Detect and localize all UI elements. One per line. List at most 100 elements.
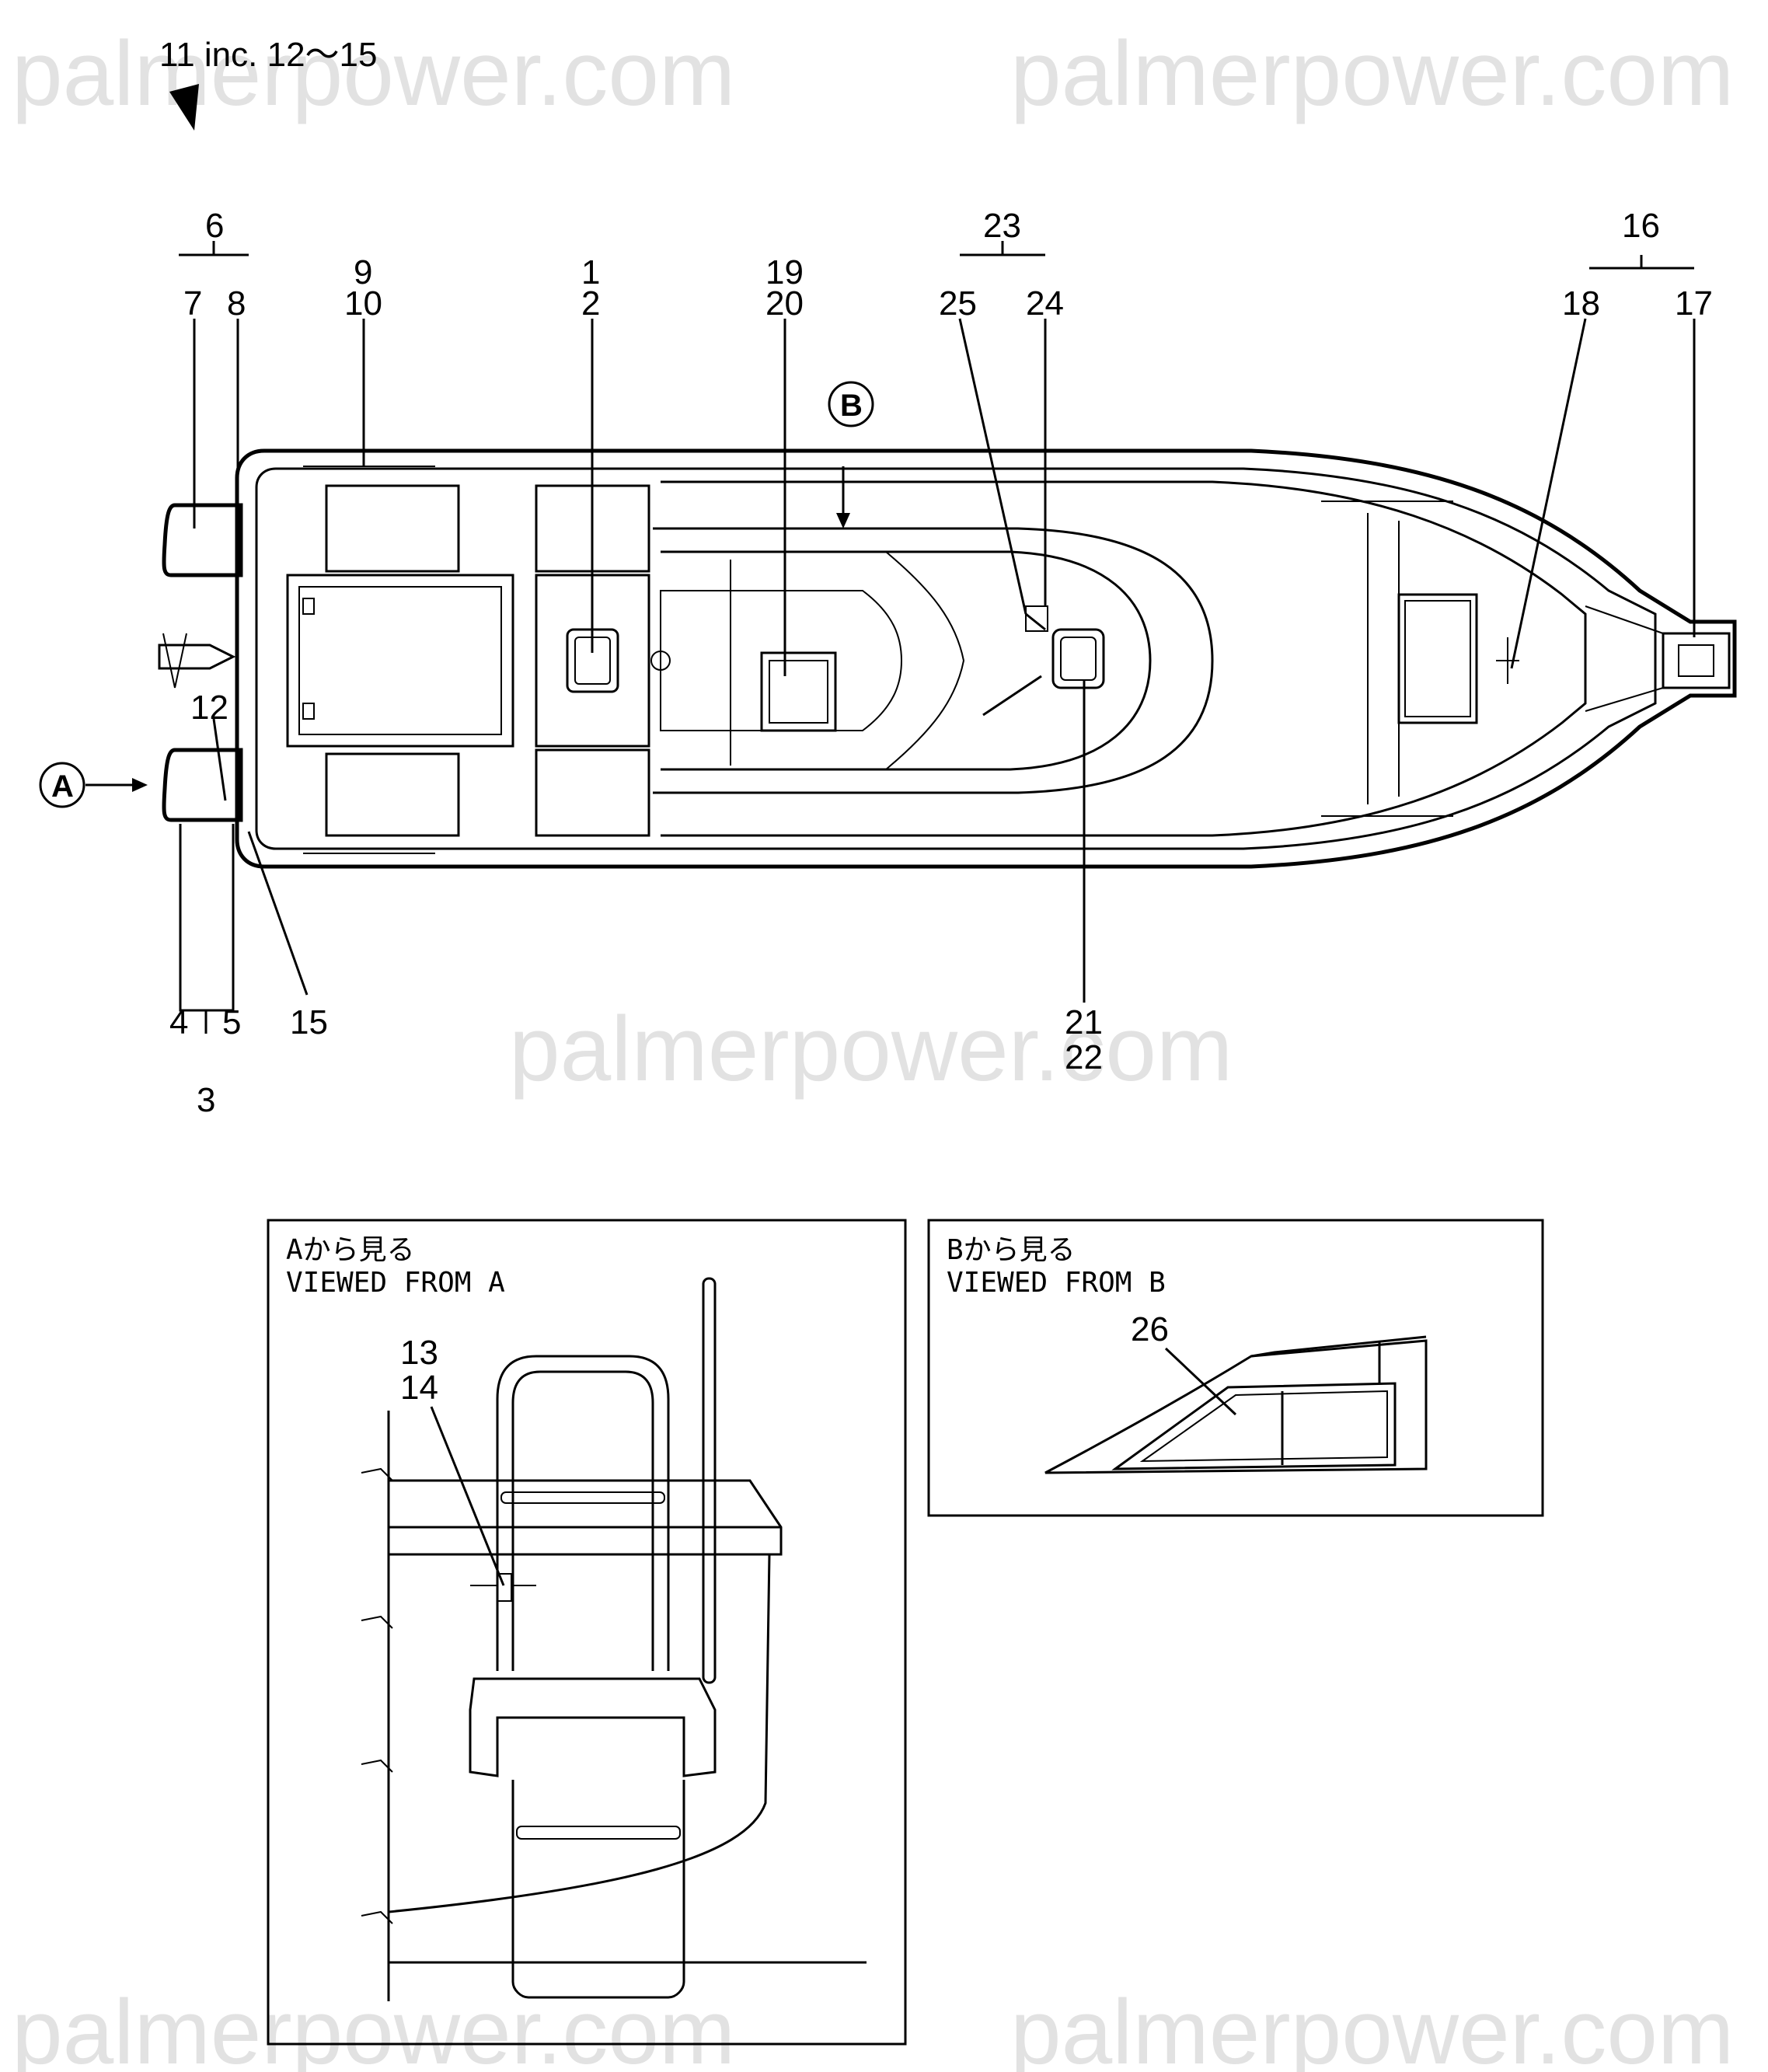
bow-roller	[1662, 632, 1731, 689]
side-window-inner	[1139, 1390, 1388, 1463]
cockpit-well-inner	[298, 586, 502, 735]
watermark-bottom-right: palmerpower.com	[1010, 1981, 1734, 2072]
header-note: 11 inc. 12～15	[159, 36, 377, 74]
panel-b-title-en: VIEWED FROM B	[947, 1267, 1166, 1299]
ladder-rung-top	[500, 1491, 665, 1504]
ladder-frame	[496, 1355, 670, 1671]
cabin-outline	[653, 527, 1214, 794]
foredeck-hatch	[1051, 628, 1105, 689]
hinge-1	[302, 598, 315, 615]
hull-outline	[235, 448, 1737, 869]
roof-hatch-inner	[769, 660, 828, 724]
cabin-top	[661, 550, 1152, 771]
leader-3-4-5	[179, 824, 235, 1034]
grab-pole	[702, 1277, 717, 1684]
hull-side	[388, 1554, 771, 1913]
panel-a-title-jp: Aから見る	[286, 1234, 415, 1266]
leader-lines	[85, 241, 1696, 1034]
leader-6-7-8	[179, 241, 249, 528]
watermark-bottom-left: palmerpower.com	[12, 1981, 735, 2072]
boat-top-view	[158, 448, 1737, 869]
header-arrow-icon	[169, 84, 199, 131]
wiper-2	[1025, 612, 1046, 631]
ladder-lower	[511, 1780, 685, 1999]
leader-15	[247, 831, 309, 996]
callout-2: 2	[581, 284, 600, 323]
callout-6: 6	[205, 207, 224, 245]
callout-7: 7	[183, 284, 202, 323]
a-arrow-head	[132, 778, 148, 792]
fore-hatch	[1397, 593, 1478, 724]
callout-15: 15	[290, 1003, 328, 1041]
callout-23: 23	[983, 207, 1021, 245]
callout-9: 9	[354, 253, 372, 291]
swim-platform-lower	[162, 748, 243, 822]
outboard-prop	[162, 633, 187, 689]
wiper-1	[982, 675, 1042, 717]
callout-13: 13	[400, 1334, 438, 1372]
windshield	[885, 551, 965, 770]
marker-a-label: A	[51, 769, 74, 804]
callout-22: 22	[1065, 1038, 1103, 1076]
hinge-2	[302, 703, 315, 720]
leader-16-17-18	[1510, 255, 1696, 669]
ladder-clip	[497, 1573, 512, 1602]
ladder-base	[469, 1677, 717, 1777]
callout-19: 19	[765, 253, 804, 291]
callout-18: 18	[1562, 284, 1600, 323]
outboard-motor	[158, 644, 236, 670]
deck-line	[661, 480, 1587, 837]
watermark-top-right: palmerpower.com	[1010, 23, 1734, 125]
leader-23-24-25	[958, 241, 1047, 615]
panel-a-frame	[267, 1219, 907, 2046]
swim-platform-upper	[162, 503, 243, 577]
callout-3: 3	[197, 1081, 215, 1119]
marker-b-label: B	[840, 389, 863, 423]
cabin-roof	[1250, 1335, 1427, 1358]
callout-26: 26	[1131, 1310, 1169, 1348]
gunwale-inner	[255, 467, 1657, 850]
fore-hatch-inner	[1404, 600, 1471, 717]
panel-view-a: Aから見る VIEWED FROM A 13 14	[267, 1219, 907, 2046]
callout-12: 12	[190, 689, 228, 727]
roof-hatch	[760, 651, 837, 732]
watermark-top-left: palmerpower.com	[12, 23, 735, 125]
callout-20: 20	[765, 284, 804, 323]
callout-numbers: 6 7 8 9 10 1 2 19 20 23 25 24 16 18 17 1…	[169, 207, 1713, 1119]
ladder-rung-bottom	[516, 1826, 681, 1840]
panel-a-title-en: VIEWED FROM A	[286, 1267, 505, 1299]
cabin-profile	[1044, 1339, 1428, 1474]
leader-13-14	[430, 1406, 505, 1586]
panel-b-frame	[927, 1219, 1544, 1517]
callout-10: 10	[344, 284, 382, 323]
callout-24: 24	[1026, 284, 1064, 323]
watermark-middle: palmerpower.com	[509, 998, 1233, 1101]
drain-fitting	[650, 651, 671, 671]
callout-8: 8	[227, 284, 246, 323]
callout-25: 25	[939, 284, 977, 323]
callout-4: 4	[169, 1003, 188, 1041]
leader-12	[212, 718, 227, 801]
bow-roller-inner	[1678, 644, 1714, 677]
callout-17: 17	[1675, 284, 1713, 323]
bow-rail	[1585, 605, 1664, 712]
foredeck-line	[1367, 513, 1400, 804]
cockpit-seat	[325, 484, 460, 837]
break-marks	[361, 1467, 393, 1924]
leader-26	[1164, 1347, 1237, 1416]
side-window	[1111, 1382, 1397, 1470]
panel-view-b: Bから見る VIEWED FROM B 26	[927, 1219, 1544, 1517]
roof-line	[660, 590, 903, 731]
locker-3	[535, 748, 650, 837]
callout-21: 21	[1065, 1003, 1103, 1041]
horn	[1025, 605, 1048, 632]
watermarks: palmerpower.com palmerpower.com palmerpo…	[12, 23, 1734, 2072]
callout-16: 16	[1622, 207, 1660, 245]
view-marker-b: B	[828, 381, 874, 427]
callout-14: 14	[400, 1369, 438, 1407]
cockpit-well	[286, 574, 514, 748]
panel-b-title-jp: Bから見る	[947, 1234, 1076, 1266]
b-arrow-head	[836, 513, 850, 528]
callout-5: 5	[222, 1003, 241, 1041]
